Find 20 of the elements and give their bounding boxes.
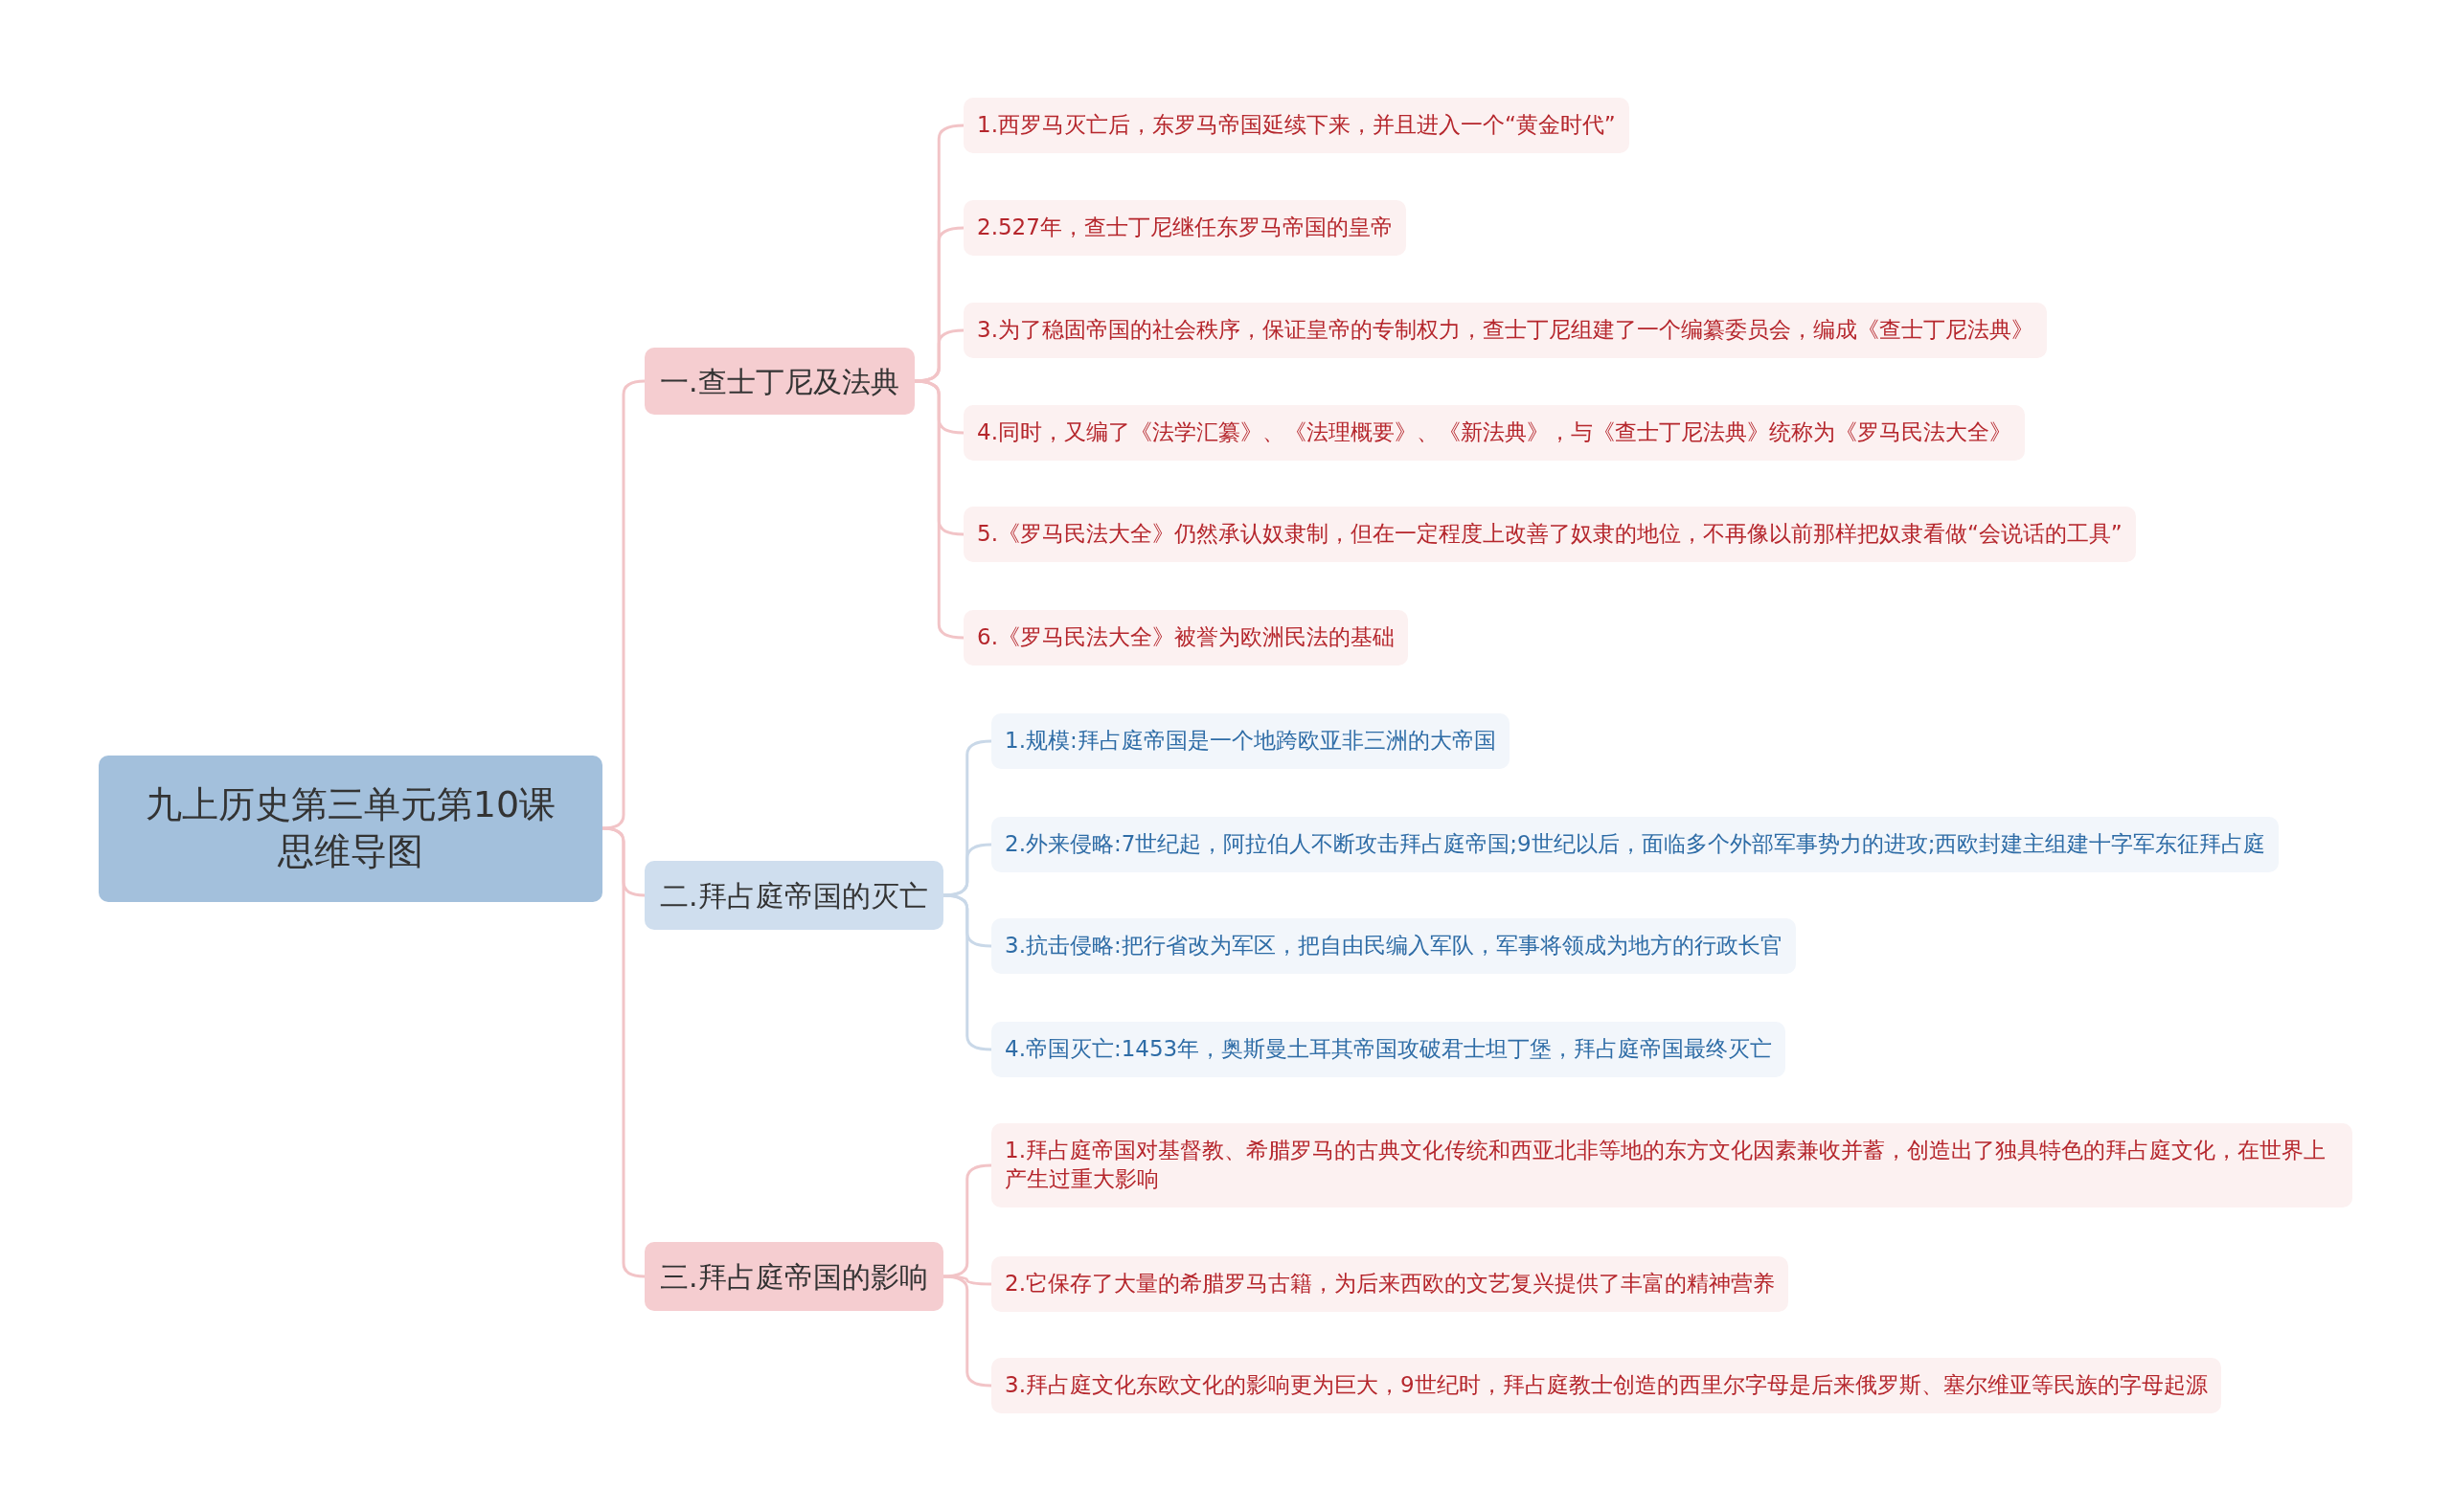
subtopic-box: 4.同时，又编了《法学汇纂》、《法理概要》、《新法典》，与《查士丁尼法典》统称为《罗马民法大全》: [964, 405, 2025, 461]
subtopic-box: 1.规模:拜占庭帝国是一个地跨欧亚非三洲的大帝国: [991, 713, 1510, 769]
subtopic-box: 5.《罗马民法大全》仍然承认奴隶制，但在一定程度上改善了奴隶的地位，不再像以前那样把奴隶看做“会说话的工具”: [964, 507, 2136, 562]
connector-line: [914, 328, 965, 383]
subtopic-box: 3.抗击侵略:把行省改为军区，把自由民编入军队，军事将领成为地方的行政长官: [991, 918, 1796, 974]
subtopic-box: 3.为了稳固帝国的社会秩序，保证皇帝的专制权力，查士丁尼组建了一个编纂委员会，编成《查士丁尼法典》: [964, 303, 2047, 358]
subtopic-box: 1.西罗马灭亡后，东罗马帝国延续下来，并且进入一个“黄金时代”: [964, 98, 1629, 153]
subtopic-box: 2.外来侵略:7世纪起，阿拉伯人不断攻击拜占庭帝国;9世纪以后，面临多个外部军事势力的进攻;西欧封建主组建十字军东征拜占庭: [991, 817, 2280, 872]
topic-box: 一.查士丁尼及法典: [645, 348, 915, 415]
root-topic-box: 九上历史第三单元第10课思维导图: [99, 755, 602, 902]
subtopic-box: 6.《罗马民法大全》被誉为欧洲民法的基础: [964, 610, 1408, 666]
subtopic-box: 3.拜占庭文化东欧文化的影响更为巨大，9世纪时，拜占庭教士创造的西里尔字母是后来俄罗斯、塞尔维亚等民族的字母起源: [991, 1358, 2221, 1413]
topic-box: 三.拜占庭帝国的影响: [645, 1242, 943, 1311]
subtopic-box: 4.帝国灭亡:1453年，奥斯曼土耳其帝国攻破君士坦丁堡，拜占庭帝国最终灭亡: [991, 1022, 1786, 1077]
subtopic-box: 1.拜占庭帝国对基督教、希腊罗马的古典文化传统和西亚北非等地的东方文化因素兼收并蓄，创造出了独具特色的拜占庭文化，在世界上产生过重大影响: [991, 1123, 2352, 1207]
topic-box: 二.拜占庭帝国的灭亡: [645, 861, 943, 930]
connector-line: [942, 1163, 992, 1278]
subtopic-box: 2.527年，查士丁尼继任东罗马帝国的皇帝: [964, 200, 1406, 256]
connector-line: [942, 1275, 992, 1388]
subtopic-box: 2.它保存了大量的希腊罗马古籍，为后来西欧的文艺复兴提供了丰富的精神营养: [991, 1256, 1788, 1312]
